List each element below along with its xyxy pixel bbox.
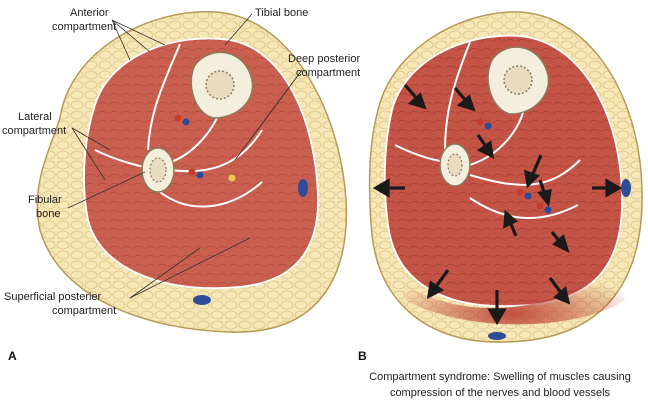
arrow-icon [524, 154, 543, 189]
anterior-label-2: compartment [52, 21, 116, 33]
vessel-a4 [196, 171, 204, 179]
caption-line-1: Compartment syndrome: Swelling of muscle… [369, 371, 631, 383]
septum-anterior-a [147, 43, 181, 151]
tibial-bone-label: Tibial bone [255, 7, 308, 19]
panel-label-b: B [358, 349, 367, 363]
septum-deep-b [469, 159, 581, 186]
lateral-label-1: Lateral [18, 111, 52, 123]
muscle-region-a [83, 37, 319, 289]
arrow-icon [426, 269, 450, 299]
saphenous-vein-b [621, 179, 631, 197]
arrow-icon [487, 290, 507, 326]
deep-posterior-label-2: compartment [296, 67, 360, 79]
superficial-label-1: Superficial posterier [4, 291, 102, 303]
panel-label-a: A [8, 349, 17, 363]
septum-anterior-b [444, 41, 471, 151]
arrow-icon [372, 178, 405, 198]
sural-vein-a [193, 295, 211, 305]
vessel-b6 [544, 206, 552, 214]
deep-posterior-label-1: Deep posterior [288, 53, 360, 65]
arrow-icon [592, 178, 623, 198]
saphenous-vein-a [298, 179, 308, 197]
vessel-a5 [228, 174, 236, 182]
vessel-a2 [182, 118, 190, 126]
vessel-b5 [536, 202, 544, 210]
cross-section-a [36, 11, 348, 333]
caption-line-2: compression of the nerves and blood vess… [390, 387, 611, 399]
vessel-a1 [174, 114, 182, 122]
tibia-marrow-b [503, 65, 533, 95]
arrow-icon [548, 277, 571, 305]
vessel-a3 [188, 168, 196, 176]
cross-section-b [368, 11, 643, 343]
vessel-b3 [516, 188, 524, 196]
vessel-b4 [524, 192, 532, 200]
vessel-b1 [476, 118, 484, 126]
pressure-arrows-b [372, 83, 623, 326]
swelling-b [400, 255, 625, 325]
arrow-icon [453, 86, 476, 112]
septum-posterior-a [159, 181, 263, 208]
sural-vein-b [488, 332, 506, 340]
arrow-icon [403, 83, 427, 110]
fibula-marrow-b [447, 153, 463, 177]
anterior-label-1: Anterior [70, 7, 109, 19]
arrow-icon [503, 209, 518, 237]
arrow-icon [537, 179, 552, 207]
septum-posterior-b [469, 197, 579, 220]
fibula-marrow-a [149, 157, 167, 183]
fibular-bone-label-1: Fibular [28, 194, 62, 206]
leader-lines-a [67, 13, 303, 299]
arrow-icon [550, 231, 570, 254]
tibia-marrow-a [205, 70, 235, 100]
fibular-bone-label-2: bone [36, 208, 60, 220]
lateral-label-2: compartment [2, 125, 66, 137]
septum-deep-a [169, 129, 263, 173]
vessel-b2 [484, 122, 492, 130]
arrow-icon [476, 134, 495, 159]
superficial-label-2: compartment [52, 305, 116, 317]
